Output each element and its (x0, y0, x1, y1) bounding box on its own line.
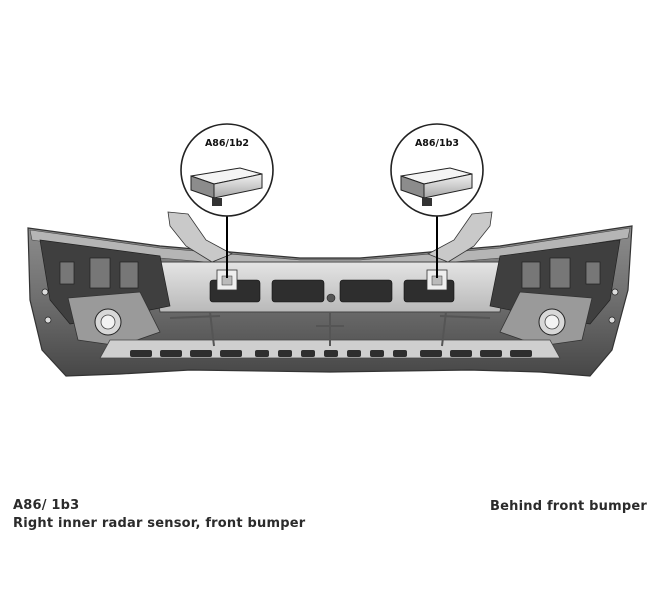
bumper-illustration: A86/1b2 A86/1b3 (27, 123, 633, 377)
callout-label-left: A86/1b2 (205, 138, 249, 149)
lower-vents (130, 350, 532, 357)
lower-cross-member (99, 339, 561, 359)
radar-sensor-icon (400, 167, 473, 206)
radar-sensor-icon (190, 167, 263, 206)
support-frame (149, 261, 511, 313)
callout-label-right: A86/1b3 (415, 138, 459, 149)
right-callout: A86/1b3 (390, 123, 484, 217)
caption: A86/ 1b3 Right inner radar sensor, front… (0, 496, 657, 546)
component-code: A86/ 1b3 (13, 498, 80, 513)
component-location: Behind front bumper (490, 499, 647, 514)
right-fog-lamp (499, 291, 593, 347)
left-fog-lamp (67, 291, 161, 347)
bumper-diagram: A86/1b2 A86/1b3 (27, 123, 633, 377)
brackets (169, 311, 491, 347)
left-mount-horn (167, 211, 233, 263)
component-name: Right inner radar sensor, front bumper (13, 516, 306, 531)
left-callout: A86/1b2 (180, 123, 274, 217)
